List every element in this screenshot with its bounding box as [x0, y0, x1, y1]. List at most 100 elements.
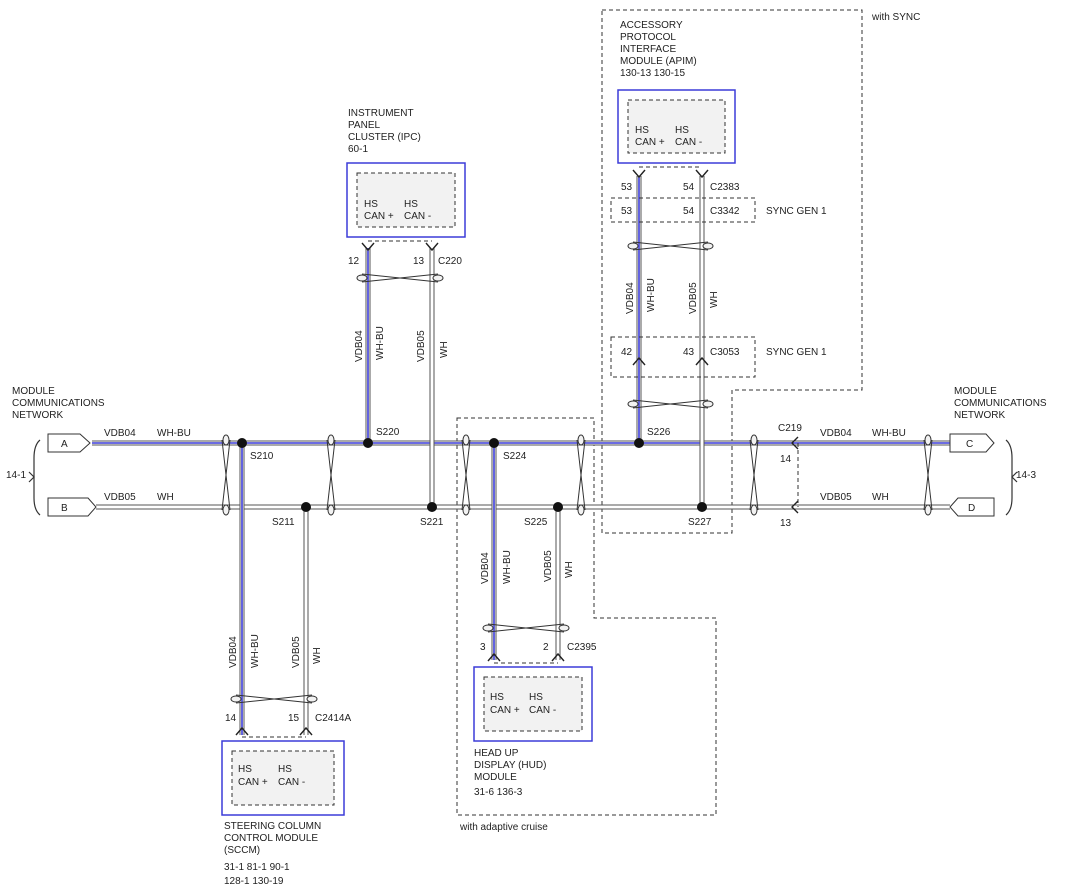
- c219-pin-minus: 13: [780, 518, 792, 529]
- splice-s225: [553, 502, 563, 512]
- right-bus-plus-color: WH-BU: [872, 428, 906, 439]
- sccm-pin-can-plus: CAN +: [238, 777, 268, 788]
- splice-label-s210: S210: [250, 451, 274, 462]
- splice-label-s224: S224: [503, 451, 527, 462]
- hud-pin-hs-minus: HS: [529, 692, 543, 703]
- c3053-sync-label: SYNC GEN 1: [766, 347, 827, 358]
- c2383-plus-arrow: [632, 169, 646, 179]
- pointer-c-label: C: [966, 439, 973, 450]
- hud-minus-color-label: WH: [564, 561, 575, 578]
- ipc-minus-circuit-label: VDB05: [416, 330, 427, 362]
- apim-pin-hs-minus: HS: [675, 125, 689, 136]
- sccm-pin-can-minus: CAN -: [278, 777, 305, 788]
- c2395-minus-arrow: [551, 652, 565, 662]
- sccm-plus-color-label: WH-BU: [250, 634, 261, 668]
- ipc-connector: C220: [438, 256, 462, 267]
- c219-pin-plus: 14: [780, 454, 792, 465]
- sync-option-label: with SYNC: [871, 12, 920, 23]
- apim-pin-can-plus: CAN +: [635, 137, 665, 148]
- sccm-refs-1: 31-1 81-1 90-1: [224, 862, 290, 873]
- apim-minus-circuit-label: VDB05: [688, 282, 699, 314]
- c3342-connector: C3342: [710, 206, 740, 217]
- c3342-pin-plus: 53: [621, 206, 633, 217]
- ipc-pin-hs-minus: HS: [404, 199, 418, 210]
- adaptive-cruise-option-boundary: [456, 417, 717, 816]
- apim-refs: 130-13 130-15: [620, 68, 685, 79]
- splice-s227: [697, 502, 707, 512]
- splice-label-s226: S226: [647, 427, 671, 438]
- splice-s220: [363, 438, 373, 448]
- twist-marker-bus-2: [326, 434, 336, 516]
- splice-label-s211: S211: [272, 517, 295, 528]
- apim-pin-plus: 53: [621, 182, 633, 193]
- c3053-connector: C3053: [710, 347, 740, 358]
- splice-label-s221: S221: [420, 517, 444, 528]
- hud-module-inner: [483, 676, 583, 732]
- ipc-name: INSTRUMENT PANEL CLUSTER (IPC): [348, 108, 421, 143]
- ipc-plus-circuit-label: VDB04: [354, 330, 365, 362]
- hud-refs: 31-6 136-3: [474, 787, 523, 798]
- twist-marker-bus-1: [221, 434, 231, 516]
- splice-label-s220: S220: [376, 427, 400, 438]
- hud-pin-can-plus: CAN +: [490, 705, 520, 716]
- twist-marker-bus-6: [923, 434, 933, 516]
- splice-s211: [301, 502, 311, 512]
- right-network-bracket-tick: [1011, 471, 1018, 483]
- left-network-ref: 14-1: [6, 470, 26, 481]
- c3342-sync-label: SYNC GEN 1: [766, 206, 827, 217]
- c2395-plus-arrow: [487, 652, 501, 662]
- hud-pin-hs-plus: HS: [490, 692, 504, 703]
- twist-marker-sccm: [230, 694, 318, 704]
- left-bus-minus-color: WH: [157, 492, 174, 503]
- left-network-bracket-tick: [28, 471, 35, 483]
- hud-minus-circuit-label: VDB05: [543, 550, 554, 582]
- ipc-pin-plus: 12: [348, 256, 360, 267]
- c2383-minus-arrow: [695, 169, 709, 179]
- right-network-bracket: [1005, 439, 1013, 516]
- c3342-pin-minus: 54: [683, 206, 695, 217]
- c3053-pin-plus: 42: [621, 347, 633, 358]
- adaptive-cruise-option-label: with adaptive cruise: [459, 822, 548, 833]
- twist-marker-hud: [482, 623, 570, 633]
- c2414a-plus-arrow: [235, 726, 249, 736]
- right-network-ref: 14-3: [1016, 470, 1036, 481]
- pointer-a: [47, 433, 91, 453]
- splice-s226: [634, 438, 644, 448]
- left-network-bracket: [33, 439, 41, 516]
- ipc-ref: 60-1: [348, 144, 368, 155]
- apim-pin-hs-plus: HS: [635, 125, 649, 136]
- c3053-minus-arrow: [695, 356, 709, 366]
- ipc-pin-hs-plus: HS: [364, 199, 378, 210]
- pointer-c: [949, 433, 995, 453]
- apim-pin-minus: 54: [683, 182, 695, 193]
- pointer-d-label: D: [968, 503, 975, 514]
- hud-name: HEAD UP DISPLAY (HUD) MODULE: [474, 748, 549, 783]
- pointer-d: [949, 497, 995, 517]
- sccm-pin-hs-plus: HS: [238, 764, 252, 775]
- splice-s224: [489, 438, 499, 448]
- left-network-title: MODULE COMMUNICATIONS NETWORK: [12, 386, 107, 421]
- c3053-pin-minus: 43: [683, 347, 695, 358]
- c3053-inline-box: [610, 336, 756, 378]
- left-bus-minus-circuit: VDB05: [104, 492, 136, 503]
- splice-label-s225: S225: [524, 517, 548, 528]
- apim-plus-circuit-label: VDB04: [625, 282, 636, 314]
- sccm-pin-plus: 14: [225, 713, 237, 724]
- pointer-a-label: A: [61, 439, 68, 450]
- right-bus-minus-color: WH: [872, 492, 889, 503]
- apim-minus-color-label: WH: [709, 291, 720, 308]
- sccm-plus-circuit-label: VDB04: [228, 636, 239, 668]
- ipc-module-inner: [356, 172, 456, 228]
- twist-marker-bus-4: [576, 434, 586, 516]
- c219-minus-arrow: [791, 500, 799, 514]
- apim-plus-color-label: WH-BU: [646, 278, 657, 312]
- hud-pin-can-minus: CAN -: [529, 705, 556, 716]
- splice-label-s227: S227: [688, 517, 712, 528]
- splice-s221: [427, 502, 437, 512]
- sccm-name: STEERING COLUMN CONTROL MODULE (SCCM): [224, 821, 324, 856]
- twist-marker-bus-5: [749, 434, 759, 516]
- right-bus-minus-circuit: VDB05: [820, 492, 852, 503]
- c3053-plus-arrow: [632, 356, 646, 366]
- hud-pin-minus: 2: [543, 642, 549, 653]
